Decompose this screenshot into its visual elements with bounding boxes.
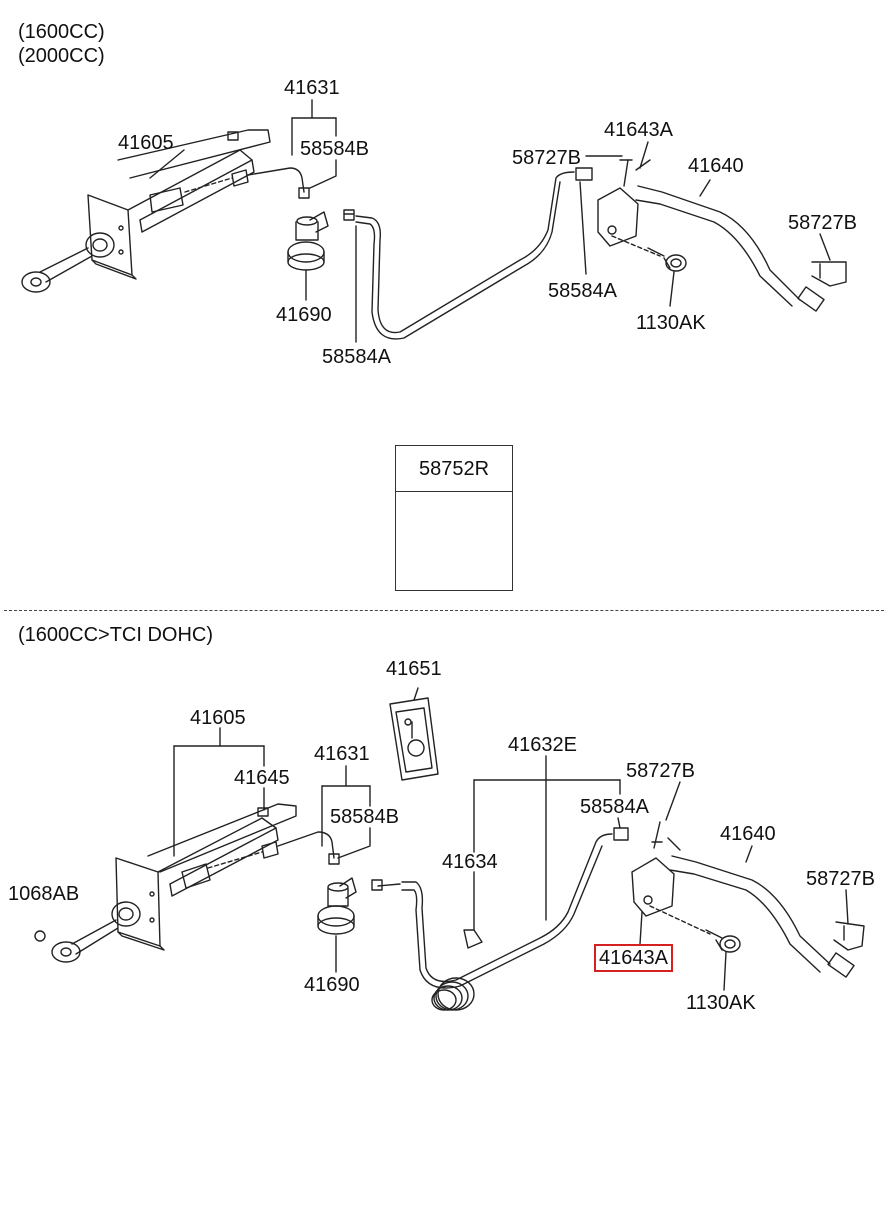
part-label[interactable]: 58727B	[626, 760, 695, 782]
part-label[interactable]: 58584A	[548, 280, 617, 302]
leaders-bottom	[173, 727, 849, 991]
reservoir-bottom	[317, 877, 357, 935]
bolt-bottom	[705, 929, 741, 953]
inset-title: 58752R	[396, 446, 512, 492]
part-label[interactable]: 41645	[234, 767, 290, 789]
bracket-top	[597, 159, 661, 257]
hose-bottom	[669, 855, 855, 978]
clutch-tube-top	[343, 167, 593, 340]
part-label[interactable]: 58727B	[512, 147, 581, 169]
clip-top	[811, 261, 847, 287]
part-label[interactable]: 58584B	[300, 138, 369, 160]
section-header-2000cc: (2000CC)	[18, 45, 105, 67]
part-label[interactable]: 41631	[284, 77, 340, 99]
part-label[interactable]: 41631	[314, 743, 370, 765]
part-label[interactable]: 41643A	[604, 119, 673, 141]
part-label[interactable]: 58584A	[322, 346, 391, 368]
part-label[interactable]: 1130AK	[636, 312, 706, 334]
part-label[interactable]: 1068AB	[8, 883, 80, 905]
bracket-bottom	[631, 821, 711, 935]
bolt-top	[647, 247, 687, 272]
section-header-tci-dohc: (1600CC>TCI DOHC)	[18, 624, 214, 646]
part-label[interactable]: 58727B	[788, 212, 857, 234]
part-label[interactable]: 41605	[190, 707, 246, 729]
section-divider	[4, 610, 884, 611]
part-label[interactable]: 41632E	[508, 734, 577, 756]
cover-41651	[389, 687, 439, 781]
section-header-1600cc: (1600CC)	[18, 21, 105, 43]
part-label[interactable]: 58584B	[330, 806, 399, 828]
reservoir-top	[287, 211, 329, 271]
leaders-top	[149, 99, 831, 343]
part-label[interactable]: 58727B	[806, 868, 875, 890]
master-cylinder-top	[21, 129, 310, 293]
part-label[interactable]: 41690	[276, 304, 332, 326]
master-cylinder-bottom	[34, 803, 340, 963]
part-label[interactable]: 1130AK	[686, 992, 756, 1014]
part-label[interactable]: 41640	[720, 823, 776, 845]
part-label[interactable]: 41690	[304, 974, 360, 996]
clutch-tube-bottom	[371, 827, 629, 1011]
clip-bottom	[833, 921, 865, 951]
part-label[interactable]: 41634	[442, 851, 498, 873]
part-label[interactable]: 41651	[386, 658, 442, 680]
hose-top	[635, 185, 825, 312]
part-label-highlighted[interactable]: 41643A	[594, 944, 673, 972]
part-label[interactable]: 41640	[688, 155, 744, 177]
part-label[interactable]: 58584A	[580, 796, 649, 818]
part-label[interactable]: 41605	[118, 132, 174, 154]
inset-box: 58752R	[395, 445, 513, 591]
